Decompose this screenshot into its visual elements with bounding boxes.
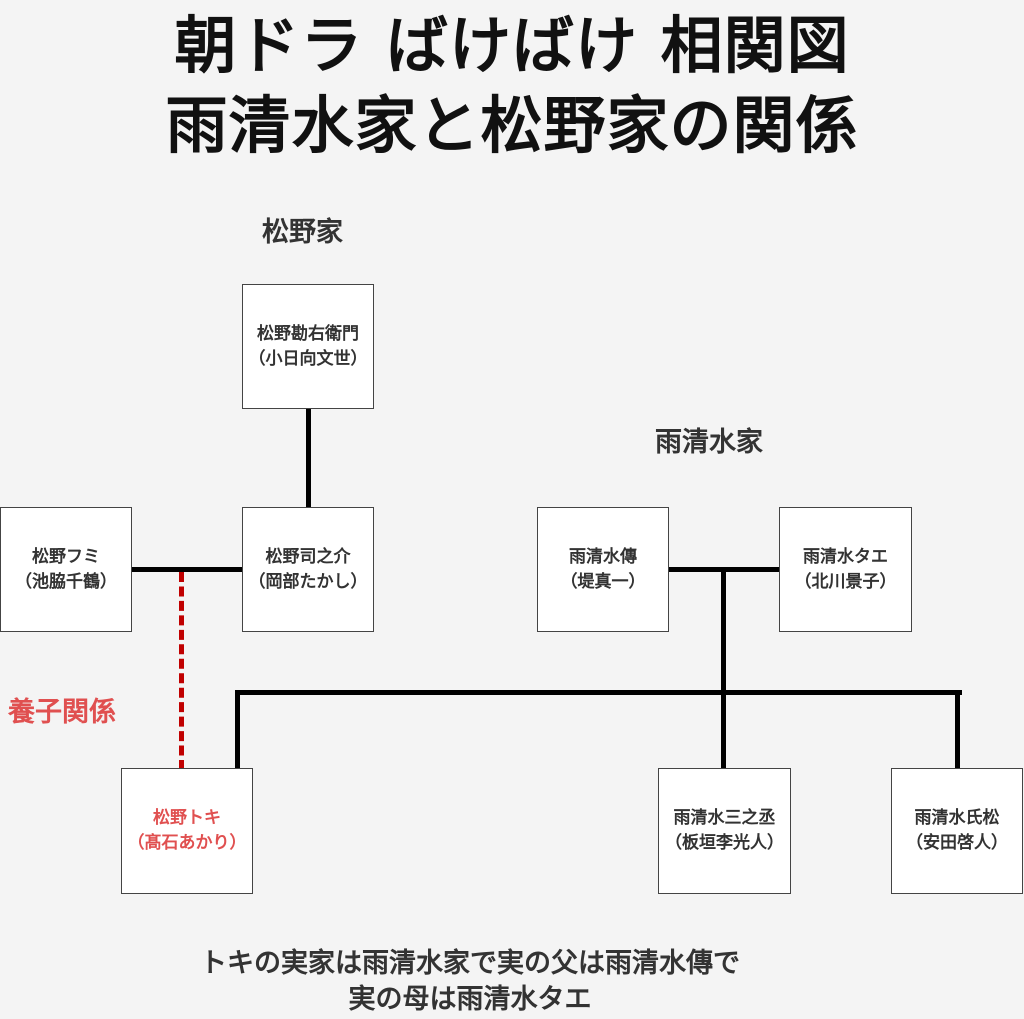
person-name: 雨清水タエ — [803, 546, 888, 567]
caption-line1: トキの実家は雨清水家で実の父は雨清水傳で — [200, 948, 740, 979]
person-name: 雨清水氏松 — [914, 808, 1000, 828]
person-box-sannojo: 雨清水三之丞 （板垣李光人） — [658, 768, 791, 894]
caption-line2: 実の母は雨清水タエ — [348, 984, 592, 1015]
person-actor: （池脇千鶴） — [15, 571, 117, 592]
person-actor: （安田啓人） — [906, 833, 1008, 853]
line-ameshimizu-children-bar — [235, 690, 962, 695]
line-fumi-tsukasanosuke-marriage — [131, 567, 243, 572]
person-box-den: 雨清水傳 （堤真一） — [537, 507, 669, 632]
person-name: 雨清水傳 — [569, 546, 637, 567]
line-to-ujimatsu — [955, 690, 960, 770]
person-name: 松野フミ — [32, 546, 100, 567]
person-box-fumi: 松野フミ （池脇千鶴） — [0, 507, 132, 632]
person-actor: （堤真一） — [560, 571, 646, 592]
line-kanemon-to-tsukasanosuke — [306, 407, 311, 509]
diagram-title-line2: 雨清水家と松野家の関係 — [165, 89, 859, 162]
person-box-tsukasanosuke: 松野司之介 （岡部たかし） — [242, 507, 374, 632]
line-to-sannojo — [721, 690, 726, 770]
person-name: 松野トキ — [153, 808, 221, 828]
family-label-ameshimizu: 雨清水家 — [655, 427, 763, 458]
person-box-kanemon: 松野勘右衛門 （小日向文世） — [242, 284, 374, 409]
person-actor: （小日向文世） — [248, 348, 368, 369]
person-name: 松野勘右衛門 — [257, 323, 359, 344]
family-label-matsuno: 松野家 — [262, 217, 343, 248]
adoption-label: 養子関係 — [8, 697, 116, 728]
person-actor: （北川景子） — [794, 571, 897, 592]
person-box-toki: 松野トキ （髙石あかり） — [121, 768, 253, 894]
person-box-tae: 雨清水タエ （北川景子） — [779, 507, 912, 632]
line-ameshimizu-children-stem — [721, 567, 726, 695]
person-name: 雨清水三之丞 — [673, 808, 776, 828]
person-actor: （板垣李光人） — [665, 833, 784, 853]
adoption-dashed-line — [179, 572, 184, 770]
person-box-ujimatsu: 雨清水氏松 （安田啓人） — [891, 768, 1023, 894]
person-actor: （髙石あかり） — [127, 833, 247, 853]
diagram-title-line1: 朝ドラ ばけばけ 相関図 — [174, 9, 850, 82]
person-name: 松野司之介 — [265, 546, 351, 567]
person-actor: （岡部たかし） — [248, 571, 368, 592]
line-to-toki — [235, 690, 240, 770]
